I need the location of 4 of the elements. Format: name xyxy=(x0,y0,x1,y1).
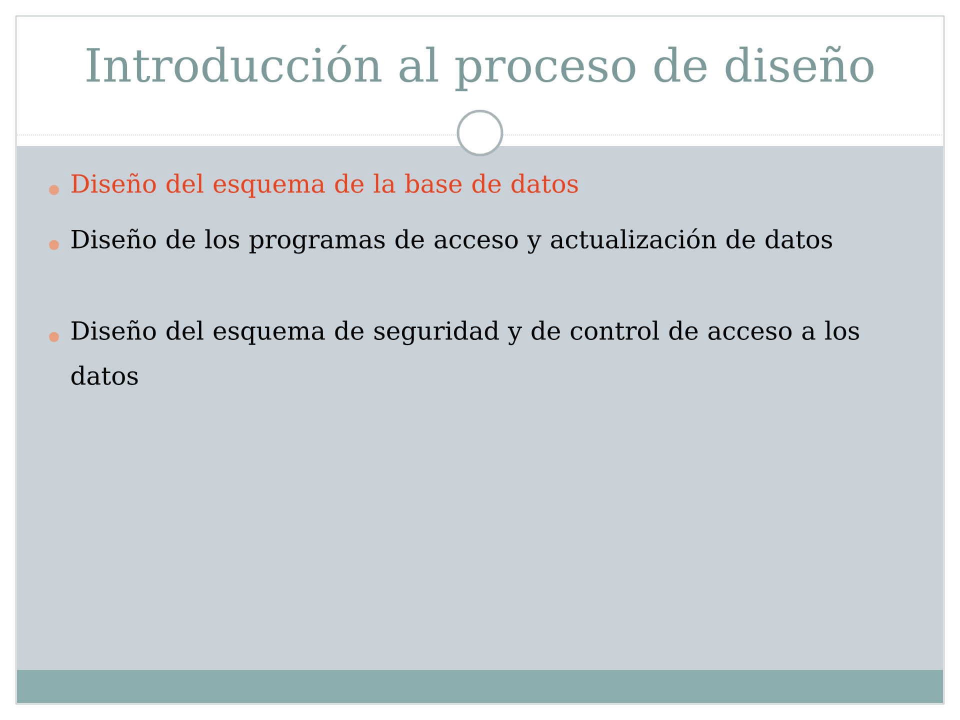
slide-title: Introducción al proceso de diseño xyxy=(86,44,874,92)
bullet-text: Diseño del esquema de seguridad y de control de acceso a los datos xyxy=(71,320,859,385)
bullet-text: Diseño del esquema de la base de datos xyxy=(72,173,578,198)
bullet-text: Diseño de los programas de acceso y actualización de datos xyxy=(72,228,832,254)
